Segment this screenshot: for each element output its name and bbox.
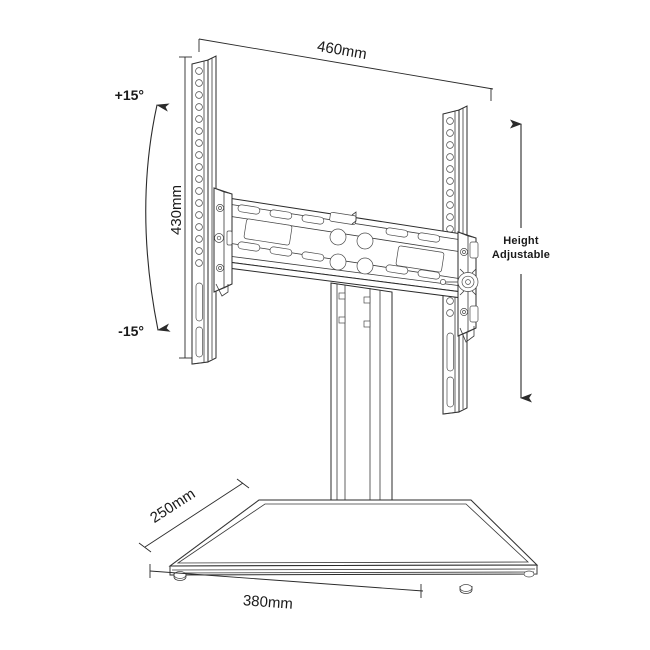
dimension-380mm: 380mm	[149, 564, 424, 613]
height-adjustable-label-line2: Adjustable	[492, 249, 550, 261]
tilt-up-label: +15°	[115, 87, 144, 103]
vertical-support-column	[327, 282, 397, 538]
left-vertical-mounting-rail	[191, 55, 217, 365]
dimension-430mm: 430mm	[168, 56, 192, 359]
glass-base-plate	[168, 499, 539, 594]
height-adjustable-label-line1: Height	[503, 235, 539, 247]
dimension-label-430mm: 430mm	[168, 185, 185, 235]
horizontal-cross-bracket	[227, 197, 463, 299]
dimension-460mm: 460mm	[198, 38, 494, 101]
bracket-upper-slots	[237, 204, 441, 243]
dimension-label-380mm: 380mm	[242, 592, 293, 613]
bracket-center-clip	[329, 211, 357, 225]
column-adjust-markers	[338, 292, 371, 328]
bracket-rect-cutouts	[243, 218, 445, 273]
left-tilt-bracket	[213, 187, 233, 297]
dimension-label-460mm: 460mm	[316, 38, 368, 63]
bracket-lower-slots	[237, 241, 441, 280]
left-rail-holes	[195, 67, 203, 267]
tilt-lock-knob	[440, 268, 479, 296]
tilt-angle-indicator: +15° -15°	[115, 87, 171, 339]
right-tilt-bracket	[440, 231, 479, 343]
tilt-down-label: -15°	[118, 323, 144, 339]
bracket-center-holes	[329, 228, 374, 275]
dimension-label-250mm: 250mm	[147, 485, 198, 527]
right-rail-slots	[446, 332, 454, 408]
height-adjustable-indicator: Height Adjustable	[492, 119, 550, 403]
left-rail-slots	[195, 282, 203, 358]
